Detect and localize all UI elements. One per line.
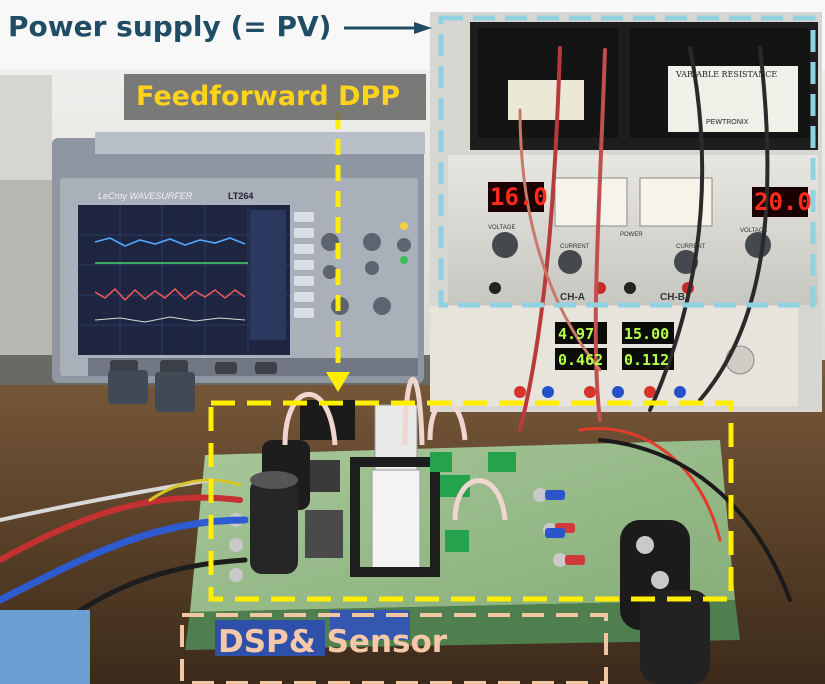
dsp-dashed-box	[180, 613, 608, 684]
ch-b-label: CH-B	[660, 292, 685, 303]
ch-a-label: CH-A	[560, 292, 585, 303]
psu-right-display: 20.0	[754, 188, 812, 216]
scope-model: LT264	[228, 191, 254, 201]
psu-left-display: 16.0	[490, 183, 548, 211]
feedforward-dashed-box	[208, 400, 734, 602]
power-supply-dashed-box	[438, 15, 816, 308]
resistor-title: VARIABLE RESISTANCE	[676, 70, 778, 79]
voltage-label-right: VOLTAGE	[740, 228, 768, 234]
meter-top-right: 15.00	[624, 325, 670, 343]
power-label: POWER	[620, 232, 643, 238]
feedforward-arrow-head	[326, 372, 350, 392]
feedforward-label-backdrop	[124, 74, 426, 120]
dsp-sensor-label: DSP& Sensor	[218, 624, 448, 660]
scope-brand: LeCroy WAVESURFER	[98, 191, 193, 201]
resistor-brand: PEWTRONIX	[706, 119, 749, 126]
oscilloscope	[52, 132, 425, 383]
feedforward-label: Feedforward DPP	[136, 81, 401, 112]
power-supply-arrow-head	[414, 22, 432, 34]
power-supply-label: Power supply (= PV)	[8, 10, 332, 43]
current-label-left: CURRENT	[560, 244, 590, 250]
meter-top-left: 4.97	[558, 325, 595, 343]
meter-bottom-right: 0.112	[624, 351, 670, 369]
converter-board	[185, 376, 740, 684]
meter-bottom-left: 0.462	[558, 351, 604, 369]
current-label-right: CURRENT	[676, 244, 706, 250]
voltage-label-left: VOLTAGE	[488, 225, 516, 231]
